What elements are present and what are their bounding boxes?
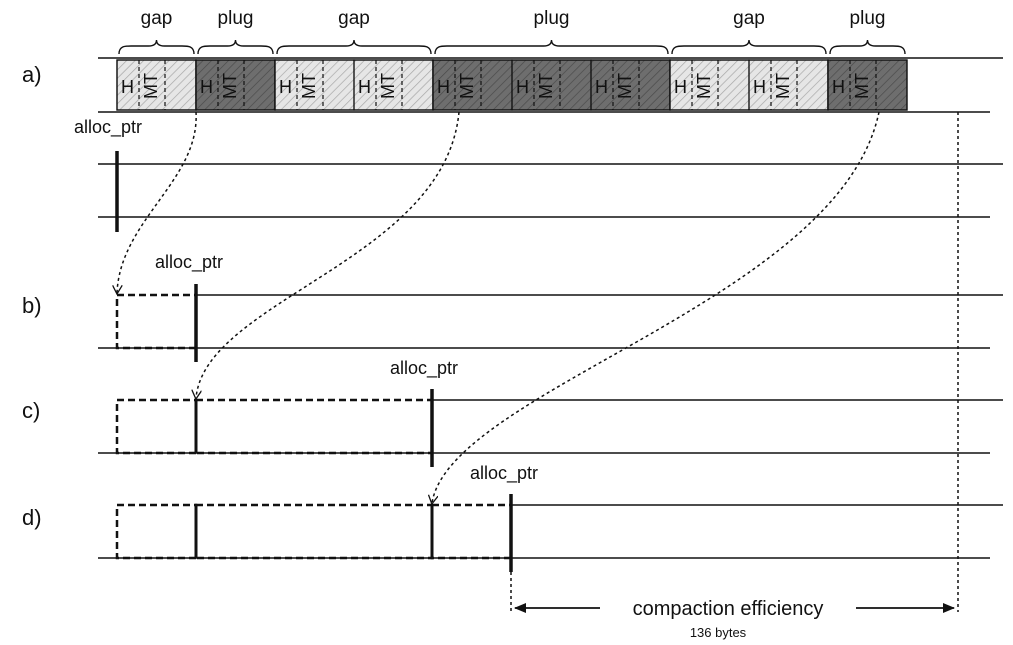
alloc-row-c: alloc_ptr <box>98 358 1003 467</box>
relocation-arrow-3 <box>432 111 880 503</box>
header-field: H <box>437 77 450 97</box>
moved-plug-d3 <box>430 503 513 560</box>
alloc-row-initial: alloc_ptr <box>74 117 1003 232</box>
heap-objects: H MT H MT H MT H MT H MT H MT H MT H MT H MT H MT <box>116 59 908 111</box>
method-table-field: MT <box>694 73 714 99</box>
live-object: H MT <box>511 59 592 111</box>
moved-plug-d1 <box>115 503 198 560</box>
moved-plug-c2 <box>194 398 434 455</box>
alloc-row-d: alloc_ptr <box>98 463 1003 572</box>
header-field: H <box>595 77 608 97</box>
moved-plug-b1 <box>115 293 198 350</box>
segment-brace <box>671 39 827 55</box>
header-field: H <box>832 77 845 97</box>
relocation-arrows <box>117 111 880 503</box>
efficiency-label: compaction efficiency <box>633 598 824 620</box>
header-field: H <box>279 77 292 97</box>
header-field: H <box>200 77 213 97</box>
segment-label: gap <box>141 8 173 29</box>
segment-label: gap <box>733 8 765 29</box>
header-field: H <box>358 77 371 97</box>
method-table-field: MT <box>378 73 398 99</box>
segment-label: plug <box>534 8 570 29</box>
alloc-ptr-label-b: alloc_ptr <box>155 252 223 273</box>
plug-segment <box>432 59 671 111</box>
header-field: H <box>753 77 766 97</box>
relocation-arrow-1 <box>117 111 197 293</box>
header-field: H <box>516 77 529 97</box>
alloc-ptr-label-c: alloc_ptr <box>390 358 458 379</box>
method-table-field: MT <box>615 73 635 99</box>
segment-brace <box>276 39 432 55</box>
segment-brace <box>829 39 906 55</box>
live-object: H MT <box>195 59 276 111</box>
efficiency-value: 136 bytes <box>690 625 747 640</box>
method-table-field: MT <box>299 73 319 99</box>
row-label-d: d) <box>22 505 42 530</box>
segment-brace <box>434 39 669 55</box>
live-object: H MT <box>432 59 513 111</box>
moved-plug-c1 <box>115 398 198 455</box>
heap-row-a: H MT H MT H MT H MT H MT H MT H MT H MT H MT H MT <box>98 57 1003 113</box>
live-object: H MT <box>827 59 908 111</box>
row-label-a: a) <box>22 62 42 87</box>
relocation-arrow-2 <box>196 111 460 398</box>
free-object: H MT <box>116 59 197 111</box>
method-table-field: MT <box>852 73 872 99</box>
method-table-field: MT <box>773 73 793 99</box>
segment-label: plug <box>850 8 886 29</box>
segment-label: gap <box>338 8 370 29</box>
method-table-field: MT <box>457 73 477 99</box>
free-object: H MT <box>274 59 355 111</box>
moved-plug-d2 <box>194 503 434 560</box>
segment-braces: gap plug gap plug gap plug <box>118 8 906 55</box>
row-label-b: b) <box>22 293 42 318</box>
segment-brace <box>197 39 274 55</box>
row-label-c: c) <box>22 398 40 423</box>
segment-brace <box>118 39 195 55</box>
alloc-ptr-label-initial: alloc_ptr <box>74 117 142 138</box>
alloc-row-b: alloc_ptr <box>98 252 1003 362</box>
alloc-ptr-label-d: alloc_ptr <box>470 463 538 484</box>
method-table-field: MT <box>536 73 556 99</box>
plug-segment <box>827 59 908 111</box>
header-field: H <box>121 77 134 97</box>
live-object: H MT <box>590 59 671 111</box>
method-table-field: MT <box>220 73 240 99</box>
compaction-efficiency: compaction efficiency 136 bytes <box>514 598 955 640</box>
segment-label: plug <box>218 8 254 29</box>
method-table-field: MT <box>141 73 161 99</box>
header-field: H <box>674 77 687 97</box>
